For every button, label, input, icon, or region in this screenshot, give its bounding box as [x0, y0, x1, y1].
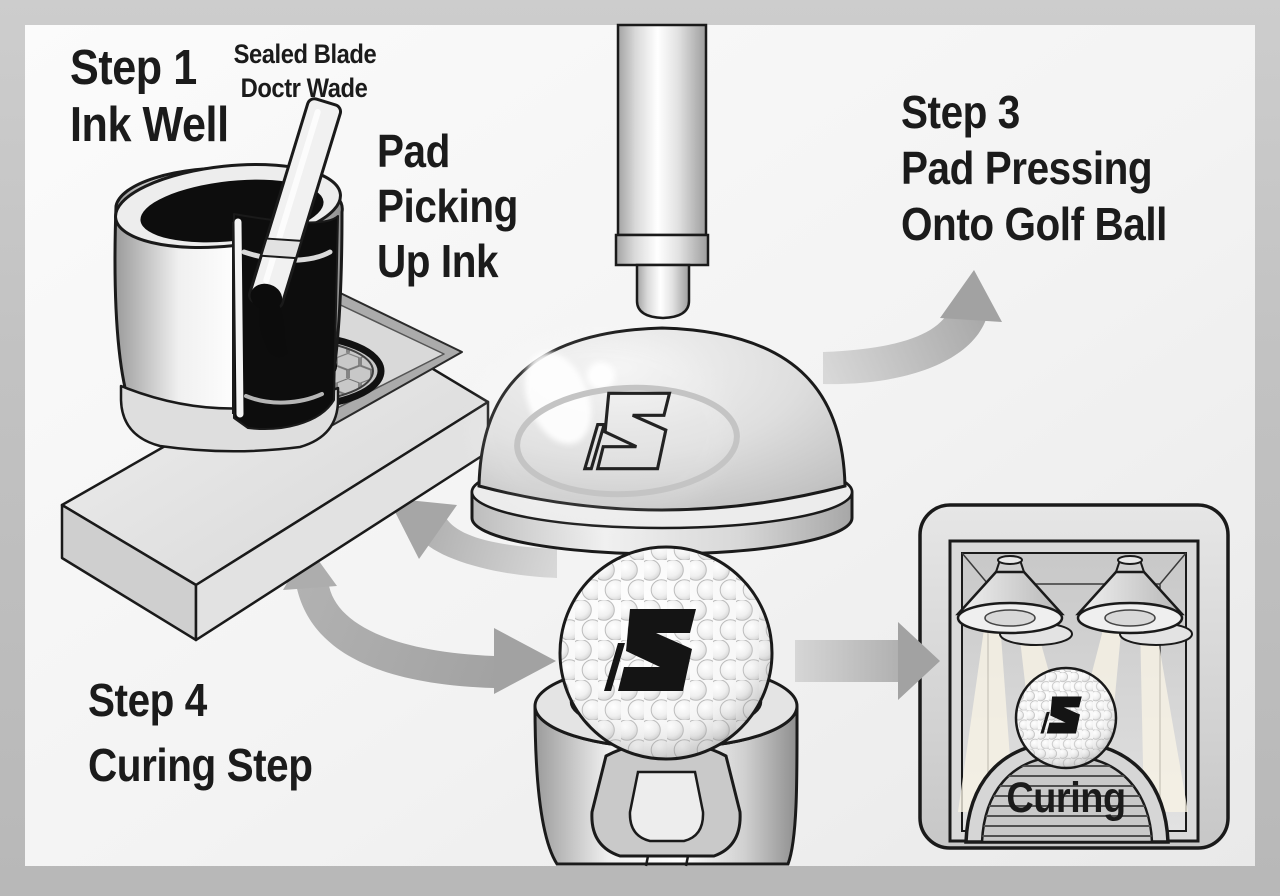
return-to-inkwell-arrow [388, 498, 557, 578]
oven-golf-ball [1014, 666, 1118, 770]
curing-lamp-right [1075, 555, 1193, 646]
sealed-blade-label: Sealed Blade Doctr Wade [233, 38, 377, 106]
curing-oven [918, 503, 1230, 850]
step1-title: Step 1 [70, 41, 197, 95]
pad-ink-ring [514, 384, 740, 498]
step3-label: Step 3 Pad Pressing Onto Golf Ball [901, 84, 1167, 252]
to-step3-arrow [823, 270, 1002, 385]
to-oven-arrow [795, 622, 940, 700]
step4-label: Step 4 Curing Step [88, 668, 313, 799]
step1-label: Step 1 Ink Well [70, 40, 229, 154]
step4-title: Step 4 [88, 674, 207, 726]
ink-stream [259, 296, 288, 358]
ink-well-illustration [60, 97, 490, 642]
sealed-blade-line1: Sealed Blade [233, 39, 377, 69]
step3-line2: Pad Pressing [901, 142, 1153, 195]
pad-picking-line3: Up Ink [377, 235, 499, 288]
press-piston [614, 23, 710, 320]
pad-highlight [524, 352, 592, 444]
pad-picking-line1: Pad [377, 125, 450, 177]
sealed-blade-line2: Doctr Wade [240, 72, 368, 103]
golf-ball [558, 545, 774, 761]
pad-picking-line2: Picking [377, 180, 518, 233]
oven-curing-label: Curing [1006, 774, 1126, 822]
curing-lamp-left [955, 555, 1073, 646]
silicone-pad [470, 326, 854, 556]
pad-picking-label: Pad Picking Up Ink [377, 124, 518, 290]
step3-title: Step 3 [901, 86, 1020, 138]
step1-subtitle: Ink Well [70, 97, 229, 152]
step3-line3: Onto Golf Ball [901, 198, 1167, 251]
step4-subtitle: Curing Step [88, 739, 313, 792]
